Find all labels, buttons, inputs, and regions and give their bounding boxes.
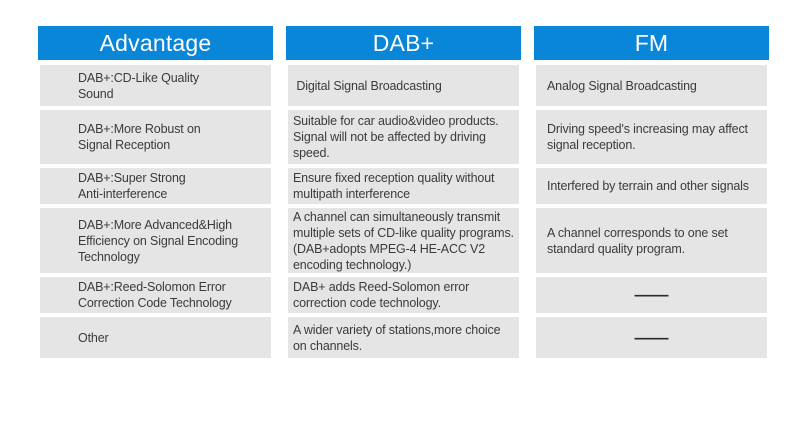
- table-cell: A channel corresponds to one set standar…: [536, 208, 767, 273]
- column-fm-cells: Analog Signal Broadcasting Driving speed…: [534, 65, 769, 358]
- table-cell: DAB+:More Robust on Signal Reception: [40, 110, 271, 164]
- table-cell: DAB+:Reed-Solomon Error Correction Code …: [40, 277, 271, 313]
- table-cell: DAB+:Super Strong Anti-interference: [40, 168, 271, 204]
- table-cell: Other: [40, 317, 271, 358]
- column-header-dab-plus: DAB+: [286, 26, 521, 60]
- column-advantage-cells: DAB+:CD-Like Quality Sound DAB+:More Rob…: [38, 65, 273, 358]
- table-cell: DAB+ adds Reed-Solomon error correction …: [288, 277, 519, 313]
- table-cell: Analog Signal Broadcasting: [536, 65, 767, 106]
- table-cell: A channel can simultaneously transmit mu…: [288, 208, 519, 273]
- table-cell: Digital Signal Broadcasting: [288, 65, 519, 106]
- table-cell: Suitable for car audio&video products. S…: [288, 110, 519, 164]
- dash-line: ——: [536, 317, 767, 358]
- table-cell: A wider variety of stations,more choice …: [288, 317, 519, 358]
- table-cell: DAB+:CD-Like Quality Sound: [40, 65, 271, 106]
- comparison-table: Advantage DAB+:CD-Like Quality Sound DAB…: [38, 26, 769, 358]
- column-header-advantage: Advantage: [38, 26, 273, 60]
- column-header-fm: FM: [534, 26, 769, 60]
- table-cell: Interfered by terrain and other signals: [536, 168, 767, 204]
- column-advantage: Advantage DAB+:CD-Like Quality Sound DAB…: [38, 26, 273, 358]
- dash-line: ——: [536, 277, 767, 313]
- table-cell: Ensure fixed reception quality without m…: [288, 168, 519, 204]
- column-dab-plus: DAB+ Digital Signal Broadcasting Suitabl…: [286, 26, 521, 358]
- column-dab-plus-cells: Digital Signal Broadcasting Suitable for…: [286, 65, 521, 358]
- table-cell: Driving speed's increasing may affect si…: [536, 110, 767, 164]
- table-cell: DAB+:More Advanced&High Efficiency on Si…: [40, 208, 271, 273]
- column-fm: FM Analog Signal Broadcasting Driving sp…: [534, 26, 769, 358]
